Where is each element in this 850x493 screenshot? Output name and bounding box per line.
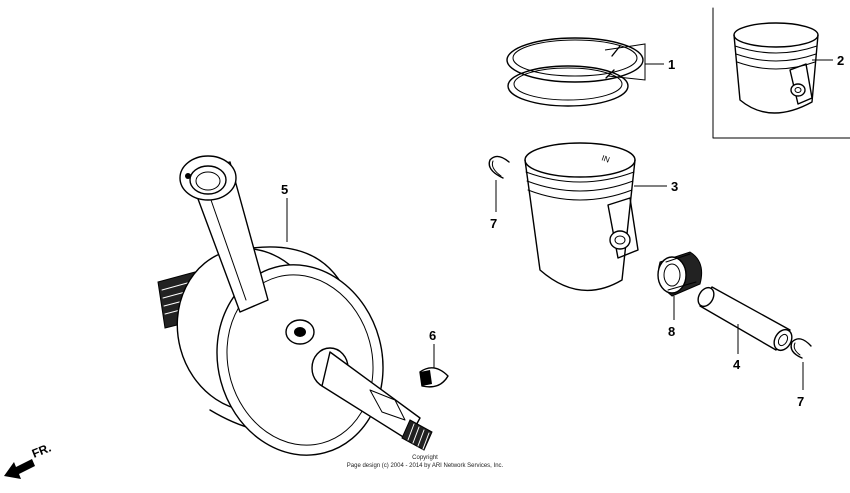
- callout-1: 1: [668, 57, 675, 72]
- callout-4: 4: [733, 357, 741, 372]
- piston-drawing[interactable]: IN: [524, 142, 639, 292]
- piston-pin-drawing[interactable]: [695, 285, 795, 354]
- woodruff-key-drawing[interactable]: [419, 367, 449, 388]
- pin-clip-right-drawing[interactable]: [790, 338, 812, 359]
- copyright-line-2: Page design (c) 2004 - 2014 by ARI Netwo…: [347, 463, 504, 469]
- crankshaft-drawing[interactable]: [157, 155, 433, 474]
- copyright-line-1: Copyright: [412, 455, 438, 461]
- copyright-notice: Copyright Page design (c) 2004 - 2014 by…: [347, 455, 504, 469]
- front-arrow-icon: [4, 459, 35, 479]
- callout-8: 8: [668, 324, 675, 339]
- callout-5: 5: [281, 182, 288, 197]
- callout-6: 6: [429, 328, 436, 343]
- pin-clip-left-drawing[interactable]: [488, 155, 510, 179]
- front-label: FR.: [30, 441, 53, 461]
- piston-alt-drawing[interactable]: [733, 22, 819, 114]
- piston-marking: IN: [600, 153, 611, 164]
- callout-labels: 1 2 3 7 8 4 7 5 6: [281, 53, 844, 409]
- callout-7-left: 7: [490, 216, 497, 231]
- front-indicator: FR.: [4, 441, 53, 479]
- callout-7-right: 7: [797, 394, 804, 409]
- callout-2: 2: [837, 53, 844, 68]
- inset-frame: [712, 7, 850, 139]
- callout-3: 3: [671, 179, 678, 194]
- piston-rings-drawing[interactable]: [506, 37, 644, 107]
- leader-lines: [286, 43, 833, 390]
- needle-bearing-drawing[interactable]: [657, 251, 703, 297]
